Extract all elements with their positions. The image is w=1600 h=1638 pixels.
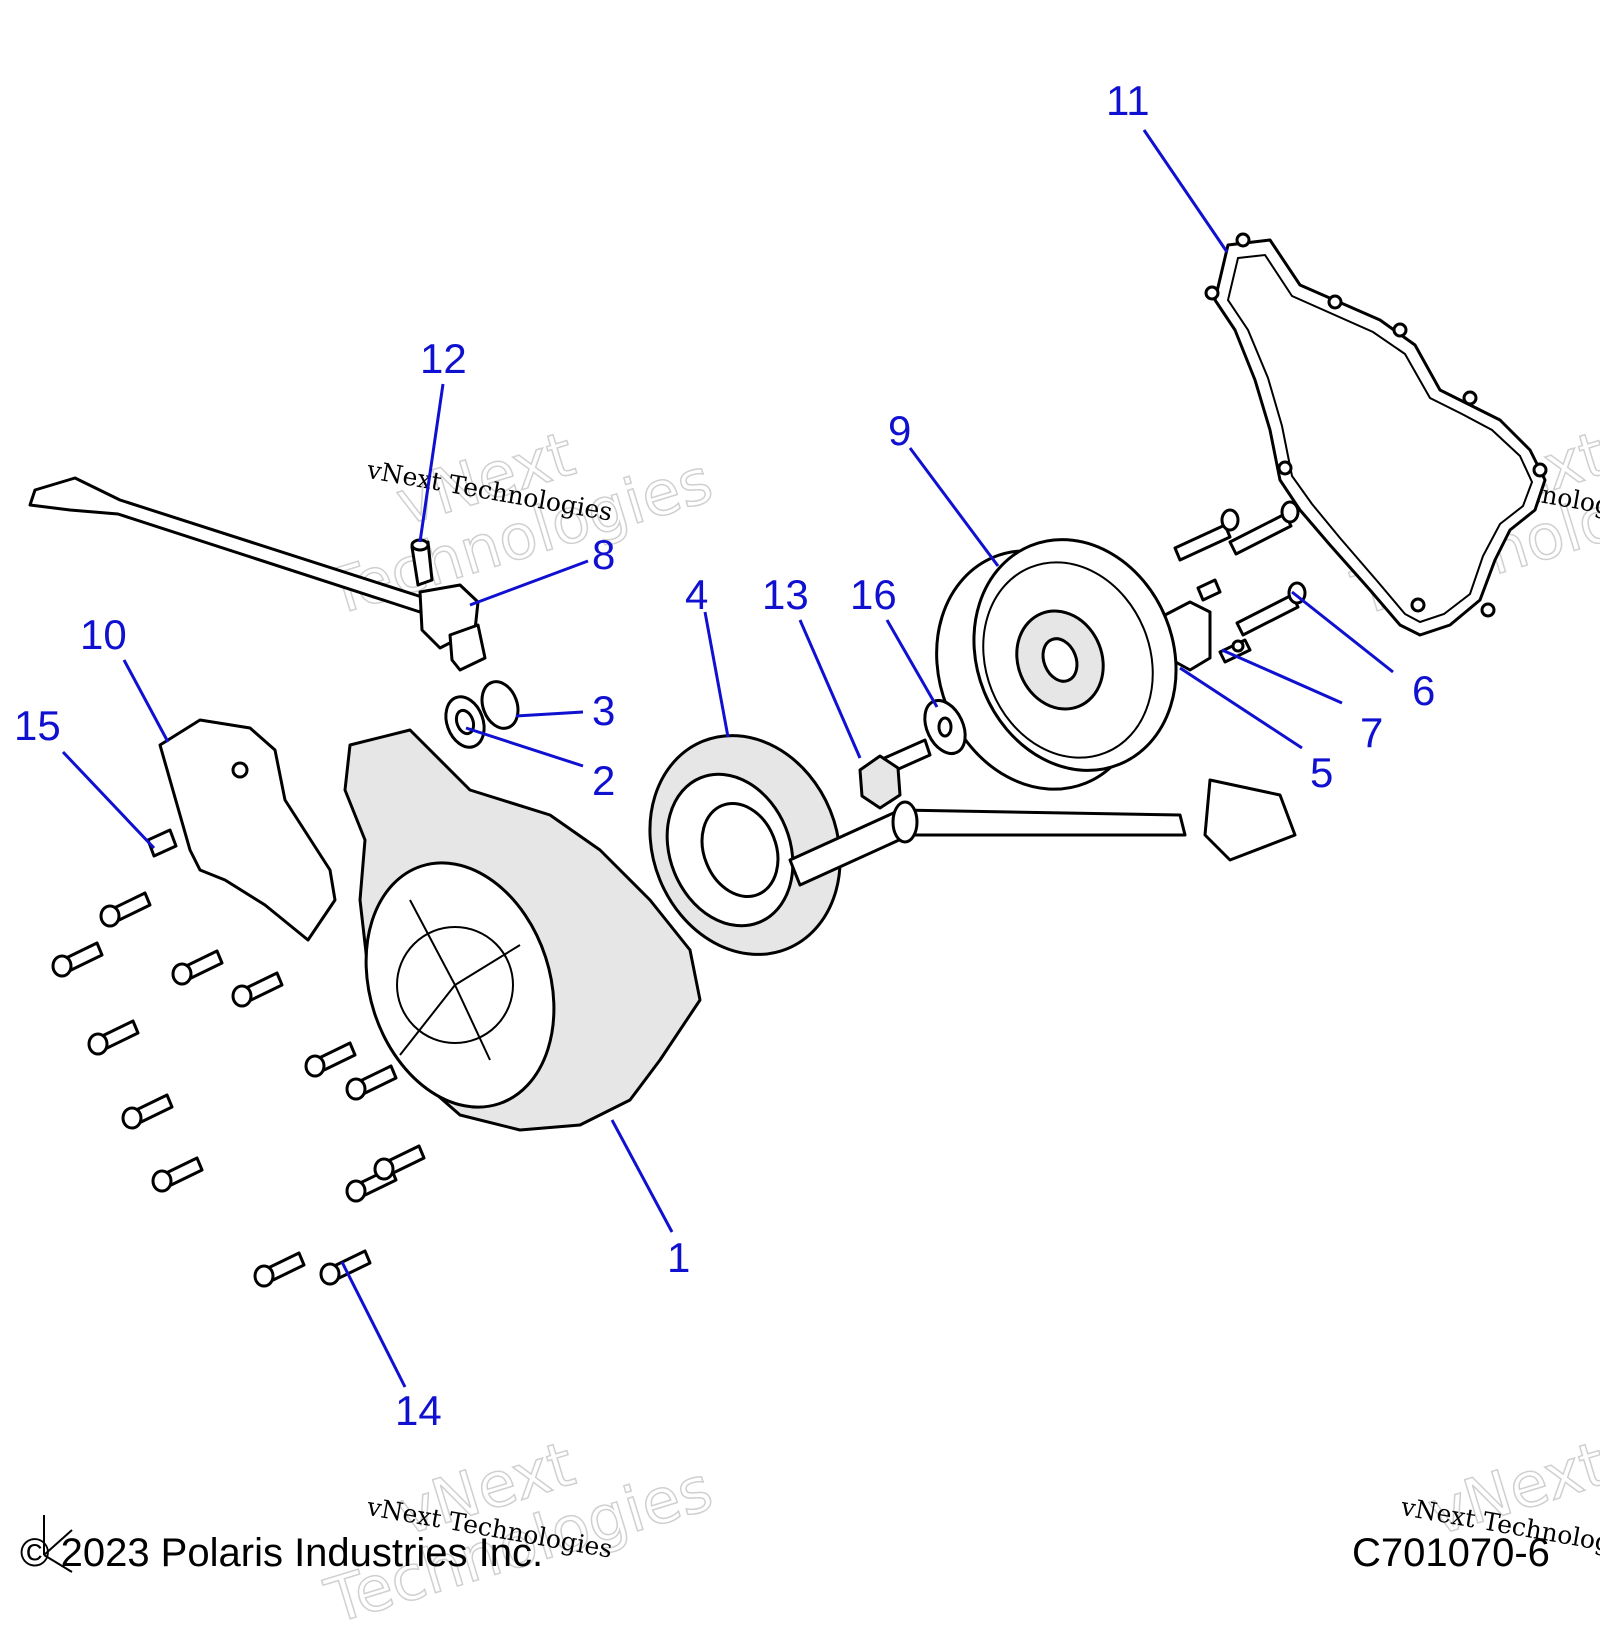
callout-10: 10 bbox=[80, 611, 127, 658]
callout-5: 5 bbox=[1310, 749, 1334, 796]
bearing-part-2 bbox=[444, 695, 486, 749]
exploded-parts-diagram: vNext Technologies vNext Technologies vN… bbox=[14, 77, 1600, 1638]
plate-part-5 bbox=[1163, 600, 1252, 672]
bolt-part-13 bbox=[858, 738, 932, 810]
flywheel-part-9 bbox=[935, 538, 1178, 791]
line-art bbox=[28, 129, 1548, 1573]
leader-lines bbox=[61, 129, 1394, 1388]
copyright-text: © 2023 Polaris Industries Inc. bbox=[20, 1531, 544, 1575]
callout-11: 11 bbox=[1106, 77, 1150, 124]
stator-part-4 bbox=[648, 734, 842, 956]
callout-16: 16 bbox=[850, 571, 897, 618]
callout-3: 3 bbox=[592, 687, 616, 734]
callout-13: 13 bbox=[762, 571, 809, 618]
callout-7: 7 bbox=[1360, 709, 1384, 756]
axis-triad-icon bbox=[43, 1515, 73, 1573]
snapring-part-3 bbox=[480, 680, 520, 730]
pin-part-12 bbox=[410, 538, 434, 587]
callout-1: 1 bbox=[667, 1234, 691, 1281]
callout-6: 6 bbox=[1412, 667, 1436, 714]
callout-15: 15 bbox=[14, 702, 61, 749]
bolts-part-14 bbox=[51, 891, 426, 1288]
sensor-harness-part-8 bbox=[28, 476, 487, 672]
washer-part-16 bbox=[923, 699, 967, 755]
bracket-part-10 bbox=[158, 718, 337, 942]
callout-4: 4 bbox=[685, 571, 709, 618]
callout-8: 8 bbox=[592, 531, 616, 578]
callout-14: 14 bbox=[395, 1387, 442, 1434]
cover-part-1 bbox=[343, 728, 702, 1132]
callout-12: 12 bbox=[420, 335, 467, 382]
stator-harness bbox=[788, 778, 1297, 887]
callout-9: 9 bbox=[888, 407, 912, 454]
figure-id: C701070-6 bbox=[1352, 1531, 1550, 1575]
screw-part-15 bbox=[146, 828, 178, 858]
callout-2: 2 bbox=[592, 757, 616, 804]
gasket-part-11 bbox=[1204, 232, 1548, 637]
